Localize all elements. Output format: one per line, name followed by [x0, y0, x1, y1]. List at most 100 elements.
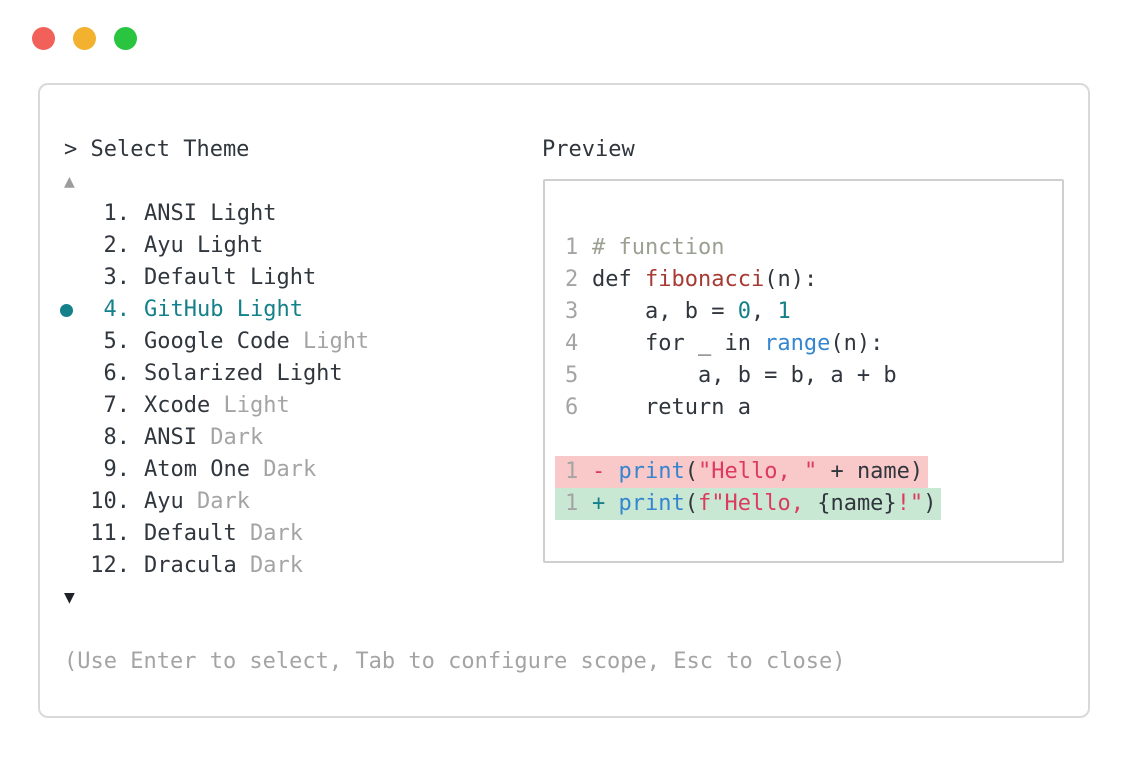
line-number: 5 — [565, 363, 579, 388]
code-token: + — [592, 491, 619, 516]
theme-name-suffix: Dark — [210, 425, 264, 450]
theme-number: 10. — [90, 489, 130, 514]
theme-name-suffix: Dark — [263, 457, 317, 482]
theme-number: 6. — [103, 361, 131, 386]
diff-line-added: 1 + print(f"Hello, {name}!") — [555, 488, 942, 520]
code-token: !" — [896, 491, 924, 516]
theme-list-item[interactable]: 6. Solarized Light — [54, 358, 524, 390]
window-controls — [32, 27, 137, 50]
theme-list-item[interactable]: 1. ANSI Light — [54, 198, 524, 230]
theme-number: 12. — [90, 553, 130, 578]
code-token: return a — [592, 395, 751, 420]
code-token: 1 — [777, 299, 791, 324]
code-token: ) — [923, 491, 937, 516]
theme-name: Dracula — [144, 553, 250, 578]
theme-name-suffix: Dark — [249, 553, 303, 578]
theme-list-item[interactable]: 9. Atom One Dark — [54, 454, 524, 486]
theme-number: 11. — [90, 521, 130, 546]
theme-name: ANSI Light — [144, 201, 277, 226]
code-token: print — [618, 491, 685, 516]
theme-number: 4. — [103, 297, 131, 322]
line-number: 3 — [565, 299, 579, 324]
theme-name: Solarized Light — [144, 361, 343, 386]
spacer-row — [54, 614, 524, 646]
theme-list-item[interactable]: 12. Dracula Dark — [54, 550, 524, 582]
keyboard-hint: (Use Enter to select, Tab to configure s… — [64, 649, 846, 674]
theme-number: 2. — [103, 233, 131, 258]
code-line: 1 # function — [565, 232, 941, 264]
close-button[interactable] — [32, 27, 55, 50]
preview-title: Preview — [542, 137, 635, 162]
code-token: fibonacci — [644, 267, 765, 292]
code-token: range — [764, 331, 831, 356]
code-line: 3 a, b = 0, 1 — [565, 296, 941, 328]
code-token: ( — [684, 459, 698, 484]
diff-lines: 1- print("Hello, " + name)1+ print(f"Hel… — [555, 456, 942, 520]
theme-name: GitHub Light — [144, 297, 303, 322]
code-token: {name} — [817, 491, 897, 516]
code-token: + name) — [817, 459, 924, 484]
minimize-button[interactable] — [73, 27, 96, 50]
theme-list-item[interactable]: 7. Xcode Light — [54, 390, 524, 422]
code-token: a, b = b, a + b — [592, 363, 897, 388]
theme-number: 5. — [103, 329, 131, 354]
bullet-slot — [54, 303, 78, 317]
theme-name: ANSI — [144, 425, 211, 450]
code-token: , — [750, 299, 778, 324]
line-number: 4 — [565, 331, 579, 356]
code-line: 4 for _ in range(n): — [565, 328, 941, 360]
code-token: "Hello, " — [697, 459, 818, 484]
line-number: 2 — [565, 267, 579, 292]
code-token: f"Hello, — [697, 491, 818, 516]
code-token: (n): — [830, 331, 884, 356]
code-token: # function — [592, 235, 725, 260]
theme-name: Atom One — [144, 457, 264, 482]
theme-name: Ayu Light — [144, 233, 264, 258]
code-token: for _ in — [592, 331, 765, 356]
theme-name: Xcode — [144, 393, 224, 418]
theme-name: Default Light — [144, 265, 317, 290]
theme-number: 7. — [103, 393, 131, 418]
code-line: 6 return a — [565, 392, 941, 424]
code-token: print — [618, 459, 685, 484]
select-theme-title: > Select Theme — [64, 137, 250, 162]
selected-bullet-icon — [59, 303, 73, 317]
code-token: - — [592, 459, 619, 484]
scroll-up-icon[interactable]: ▲ — [64, 171, 75, 192]
scroll-down-icon[interactable]: ▼ — [64, 587, 75, 608]
theme-list-item[interactable]: 8. ANSI Dark — [54, 422, 524, 454]
line-number: 1 — [565, 235, 579, 260]
code-token: ( — [684, 491, 698, 516]
line-number: 1 — [565, 491, 579, 516]
theme-name: Ayu — [144, 489, 197, 514]
maximize-button[interactable] — [114, 27, 137, 50]
theme-name-suffix: Light — [302, 329, 370, 354]
theme-list-item[interactable]: 10. Ayu Dark — [54, 486, 524, 518]
code-token: a, b = — [592, 299, 738, 324]
theme-name: Default — [144, 521, 250, 546]
theme-number: 1. — [103, 201, 131, 226]
code-token: (n): — [764, 267, 818, 292]
theme-number: 8. — [103, 425, 131, 450]
theme-list-item[interactable]: 11. Default Dark — [54, 518, 524, 550]
theme-name-suffix: Dark — [196, 489, 250, 514]
theme-list-item[interactable]: 3.Default Light — [54, 262, 524, 294]
code-line: 5 a, b = b, a + b — [565, 360, 941, 392]
code-token: 0 — [737, 299, 751, 324]
theme-name-suffix: Light — [223, 393, 290, 418]
theme-list-item[interactable]: 2. Ayu Light — [54, 230, 524, 262]
line-number: 1 — [565, 459, 579, 484]
line-number: 6 — [565, 395, 579, 420]
theme-name: Google Code — [144, 329, 303, 354]
theme-number: 9. — [103, 457, 131, 482]
code-token: def — [592, 267, 645, 292]
code-line: 2 def fibonacci(n): — [565, 264, 941, 296]
theme-picker-panel: > Select Theme ▲ 1. ANSI Light 2. Ayu Light… — [38, 83, 1090, 718]
theme-list-item[interactable]: 5. Google Code Light — [54, 326, 524, 358]
theme-name-suffix: Dark — [249, 521, 303, 546]
theme-list-item[interactable]: 4. GitHub Light — [54, 294, 524, 326]
